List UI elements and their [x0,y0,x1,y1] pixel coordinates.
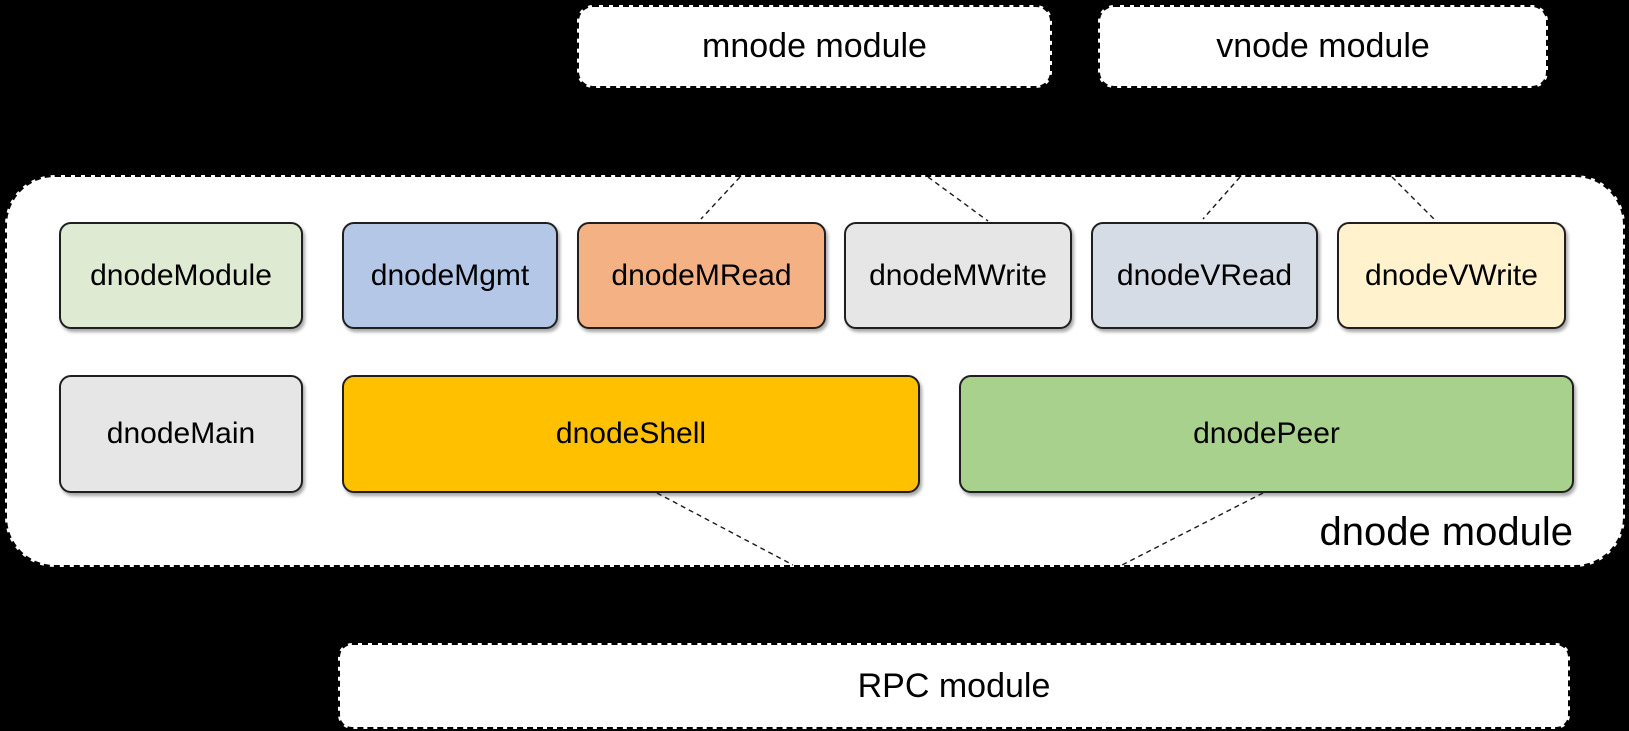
mnode-module-box: mnode module [577,5,1052,88]
dnode-vwrite-component-label: dnodeVWrite [1365,258,1538,292]
dnode-peer-component-label: dnodePeer [1193,417,1340,450]
dnode-mwrite-component-label: dnodeMWrite [869,258,1047,292]
dnode-shell-component-label: dnodeShell [555,417,707,450]
dnode-peer-component: dnodePeer [959,375,1574,493]
dnode-vwrite-component: dnodeVWrite [1337,222,1566,329]
dnode-mwrite-component: dnodeMWrite [844,222,1072,329]
dnode-mgmt-component-label: dnodeMgmt [370,258,530,292]
dnode-mread-component: dnodeMRead [577,222,826,329]
dnode-mgmt-component: dnodeMgmt [342,222,558,329]
dnode-module-component-label: dnodeModule [90,258,272,292]
dnode-module-component: dnodeModule [59,222,303,329]
dnode-module-label: dnode module [1319,510,1573,554]
dnode-main-component-label: dnodeMain [106,417,256,450]
dnode-main-component: dnodeMain [59,375,303,493]
dnode-module-container: dnodeModule dnodeMgmt dnodeMRead dnodeMW… [5,175,1625,567]
rpc-module-box: RPC module [338,643,1570,729]
dnode-vread-component-label: dnodeVRead [1116,258,1293,292]
vnode-module-label: vnode module [1216,27,1430,65]
vnode-module-box: vnode module [1098,5,1548,88]
mnode-module-label: mnode module [702,27,927,65]
dnode-shell-component: dnodeShell [342,375,920,493]
dnode-mread-component-label: dnodeMRead [611,258,792,292]
dnode-vread-component: dnodeVRead [1091,222,1318,329]
rpc-module-label: RPC module [857,666,1051,705]
